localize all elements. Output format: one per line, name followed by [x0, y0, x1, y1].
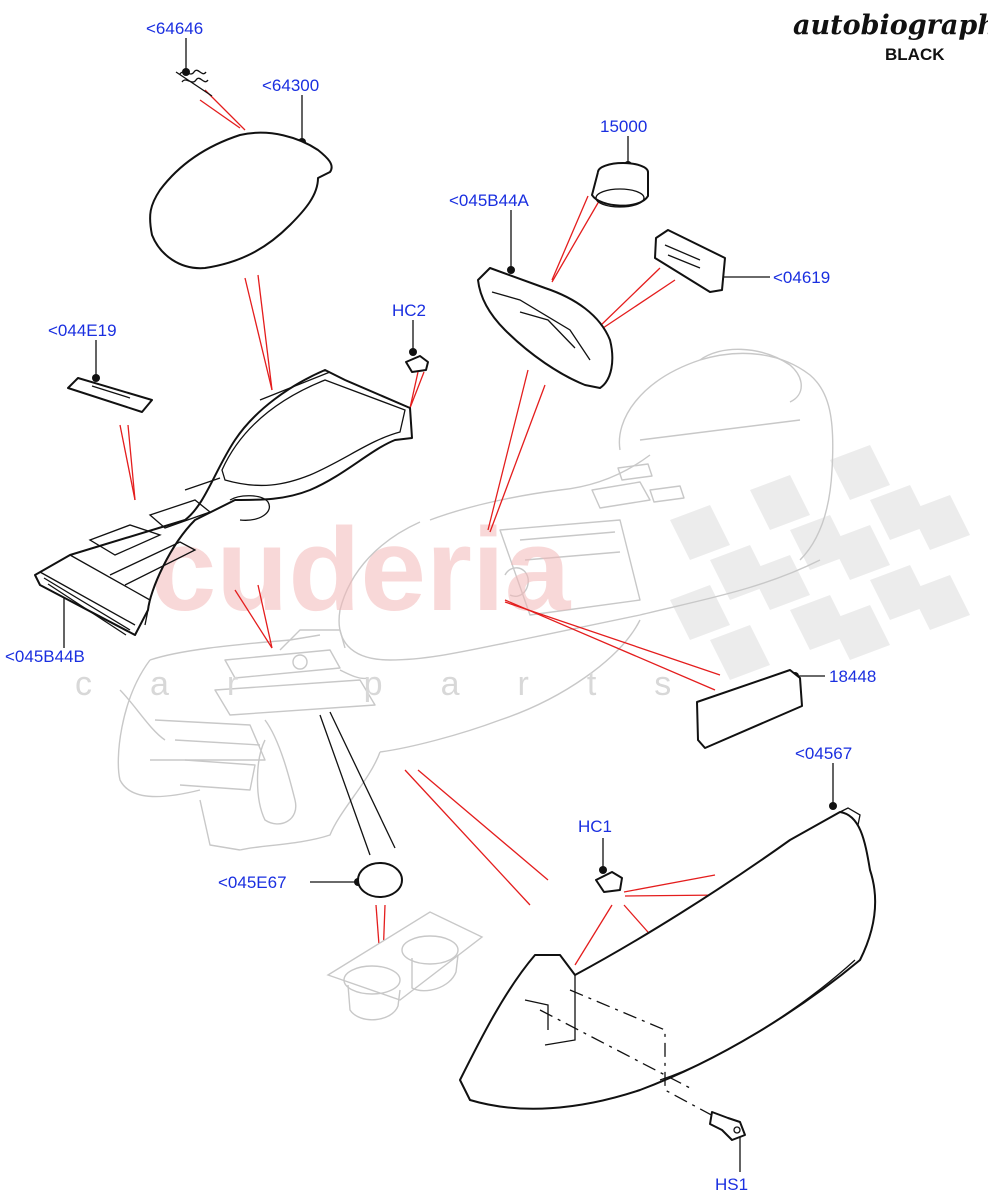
callout-labels: <64646 <64300 15000 <045B44A <04619 HC2 … — [5, 19, 876, 1194]
callout-hc2[interactable]: HC2 — [392, 301, 426, 320]
callout-hc1[interactable]: HC1 — [578, 817, 612, 836]
screw-part-hs1 — [709, 1111, 746, 1141]
callout-04567[interactable]: <04567 — [795, 744, 852, 763]
callout-64300[interactable]: <64300 — [262, 76, 319, 95]
callout-15000[interactable]: 15000 — [600, 117, 647, 136]
callout-18448[interactable]: 18448 — [829, 667, 876, 686]
bezel-part-045B44A — [477, 267, 614, 389]
rotary-knob-15000 — [591, 162, 649, 208]
watermark-sub-text: car parts — [75, 665, 729, 703]
leader-bin-b — [329, 711, 396, 849]
callout-045E67[interactable]: <045E67 — [218, 873, 287, 892]
side-panel-04567 — [459, 807, 877, 1110]
console-frame-045B44B — [34, 369, 413, 636]
trim-strip-18448 — [696, 669, 803, 749]
clip-part-hc2 — [405, 355, 429, 373]
leader-bin-a — [319, 714, 371, 856]
brand-script-title: autobiography — [793, 10, 988, 41]
callout-hs1[interactable]: HS1 — [715, 1175, 748, 1194]
brand-subtitle: BLACK — [885, 45, 945, 64]
ghost-console-assembly — [117, 348, 834, 851]
callout-044E19[interactable]: <044E19 — [48, 321, 117, 340]
cup-holder-part — [326, 911, 484, 1021]
callout-04619[interactable]: <04619 — [773, 268, 830, 287]
callout-045B44A[interactable]: <045B44A — [449, 191, 530, 210]
fastener-axis-dashed — [569, 989, 731, 1126]
callout-64646[interactable]: <64646 — [146, 19, 203, 38]
mat-part-045E67 — [357, 862, 403, 898]
armrest-cover-64300 — [149, 131, 333, 270]
callout-045B44B[interactable]: <045B44B — [5, 647, 85, 666]
checkered-flag-watermark — [670, 445, 970, 680]
clip-part-hc1 — [595, 871, 623, 893]
spring-part-64646 — [175, 69, 213, 97]
switch-panel-04619 — [654, 229, 726, 293]
badge-plate-044E19 — [67, 377, 153, 413]
